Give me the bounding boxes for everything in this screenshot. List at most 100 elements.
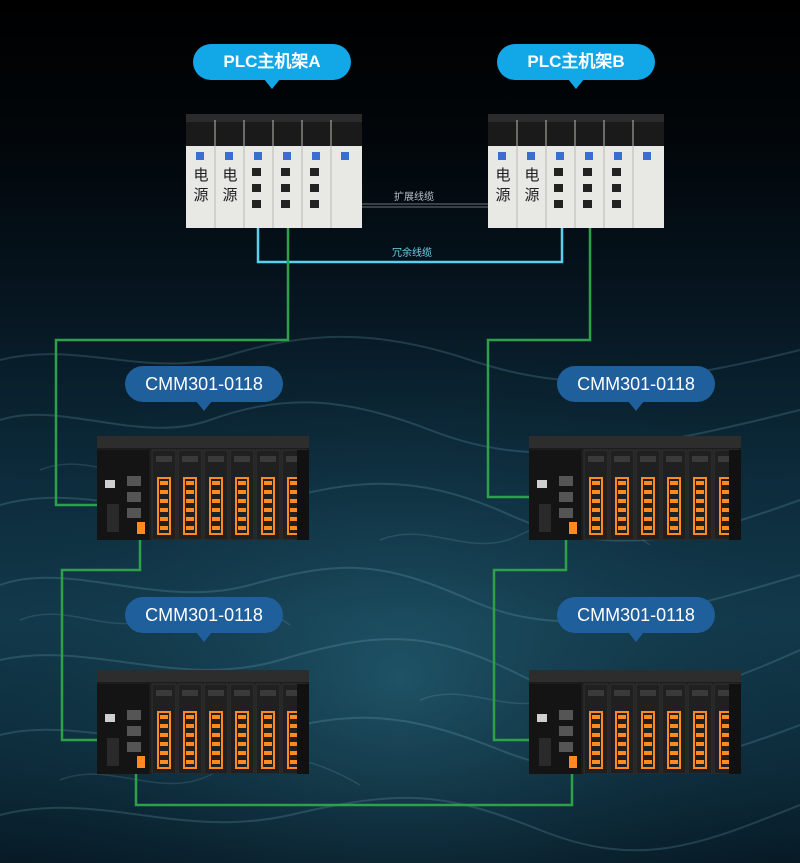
eth-port xyxy=(559,710,573,720)
io-module-status xyxy=(640,690,656,696)
io-module xyxy=(255,683,281,774)
io-terminal xyxy=(615,711,629,769)
controller-logo xyxy=(537,714,547,722)
io-module xyxy=(635,449,661,540)
io-module xyxy=(203,449,229,540)
io-module-status xyxy=(666,456,682,462)
rack-a-power2-char-2: 源 xyxy=(222,186,238,204)
io-terminal-pin xyxy=(212,490,220,494)
io-terminal-pin xyxy=(238,751,246,755)
io-terminal-pin xyxy=(238,517,246,521)
io-terminal-pin xyxy=(670,508,678,512)
io-terminal-pin xyxy=(592,742,600,746)
io-terminal-pin xyxy=(238,715,246,719)
io-module-status xyxy=(208,690,224,696)
io-terminal-pin xyxy=(722,751,730,755)
io-terminal-pin xyxy=(186,751,194,755)
io-terminal-pin xyxy=(160,751,168,755)
io-module-status xyxy=(614,456,630,462)
io-terminal-pin xyxy=(644,715,652,719)
io-terminal-pin xyxy=(696,517,704,521)
io-terminal-pin xyxy=(290,733,298,737)
eth-port xyxy=(559,492,573,502)
io-terminal-pin xyxy=(592,490,600,494)
eth-port xyxy=(127,508,141,518)
io-terminal-pin xyxy=(186,481,194,485)
io-terminal-pin xyxy=(186,517,194,521)
cmm-module-3 xyxy=(97,670,309,774)
io-terminal-pin xyxy=(264,742,272,746)
eth-port xyxy=(127,742,141,752)
io-module-status xyxy=(588,690,604,696)
io-terminal-pin xyxy=(264,733,272,737)
io-terminal xyxy=(157,477,171,535)
io-module xyxy=(177,449,203,540)
io-terminal xyxy=(183,711,197,769)
io-terminal-pin xyxy=(618,742,626,746)
io-terminal xyxy=(209,477,223,535)
io-terminal-pin xyxy=(160,526,168,530)
io-terminal-pin xyxy=(212,481,220,485)
io-terminal-pin xyxy=(592,751,600,755)
io-terminal-pin xyxy=(696,751,704,755)
io-terminal-pin xyxy=(238,490,246,494)
io-terminal-pin xyxy=(238,742,246,746)
rack-a-power-char-1: 电 xyxy=(193,166,209,184)
eth-port xyxy=(559,476,573,486)
io-terminal-pin xyxy=(696,499,704,503)
io-terminal-pin xyxy=(212,508,220,512)
ring-cable-right-top xyxy=(486,205,592,499)
io-terminal-pin xyxy=(592,508,600,512)
ring-cable-left-mid xyxy=(60,520,142,742)
eth-port xyxy=(127,710,141,720)
redundant-cable xyxy=(256,205,564,264)
io-terminal-pin xyxy=(160,481,168,485)
io-terminal-pin xyxy=(186,733,194,737)
controller-logo xyxy=(105,714,115,722)
io-terminal-pin xyxy=(670,517,678,521)
io-terminal-pin xyxy=(696,490,704,494)
io-terminal-pin xyxy=(290,742,298,746)
io-terminal-pin xyxy=(238,526,246,530)
io-module-status xyxy=(614,690,630,696)
io-module xyxy=(229,449,255,540)
io-terminal-pin xyxy=(186,724,194,728)
io-terminal-pin xyxy=(264,490,272,494)
io-terminal-pin xyxy=(290,508,298,512)
io-terminal-pin xyxy=(722,481,730,485)
module-top xyxy=(97,670,309,682)
io-terminal-pin xyxy=(722,499,730,503)
io-terminal xyxy=(693,477,707,535)
module-1-label: CMM301-0118 xyxy=(125,366,283,411)
io-terminal-pin xyxy=(644,517,652,521)
io-terminal xyxy=(641,711,655,769)
io-terminal-pin xyxy=(696,715,704,719)
io-module-status xyxy=(234,690,250,696)
io-terminal-pin xyxy=(592,517,600,521)
eth-port xyxy=(127,726,141,736)
io-terminal-pin xyxy=(696,508,704,512)
io-terminal-pin xyxy=(722,490,730,494)
io-module xyxy=(151,683,177,774)
io-terminal xyxy=(235,711,249,769)
io-terminal-pin xyxy=(670,742,678,746)
io-terminal-pin xyxy=(618,715,626,719)
io-module xyxy=(661,683,687,774)
io-module-status xyxy=(156,456,172,462)
io-terminal-pin xyxy=(264,724,272,728)
module-top xyxy=(529,670,741,682)
io-terminal-pin xyxy=(160,517,168,521)
end-cap xyxy=(729,450,741,540)
io-terminal-pin xyxy=(644,733,652,737)
expansion-cable-label: 扩展线缆 xyxy=(394,192,434,203)
io-terminal xyxy=(235,477,249,535)
io-module-status xyxy=(640,456,656,462)
rack-b-title: PLC主机架B xyxy=(497,44,655,89)
port-indicator xyxy=(569,522,577,534)
io-module-status xyxy=(588,456,604,462)
io-terminal-pin xyxy=(644,490,652,494)
io-terminal xyxy=(615,477,629,535)
io-terminal-pin xyxy=(644,481,652,485)
controller-ports xyxy=(107,738,119,766)
io-terminal-pin xyxy=(264,481,272,485)
